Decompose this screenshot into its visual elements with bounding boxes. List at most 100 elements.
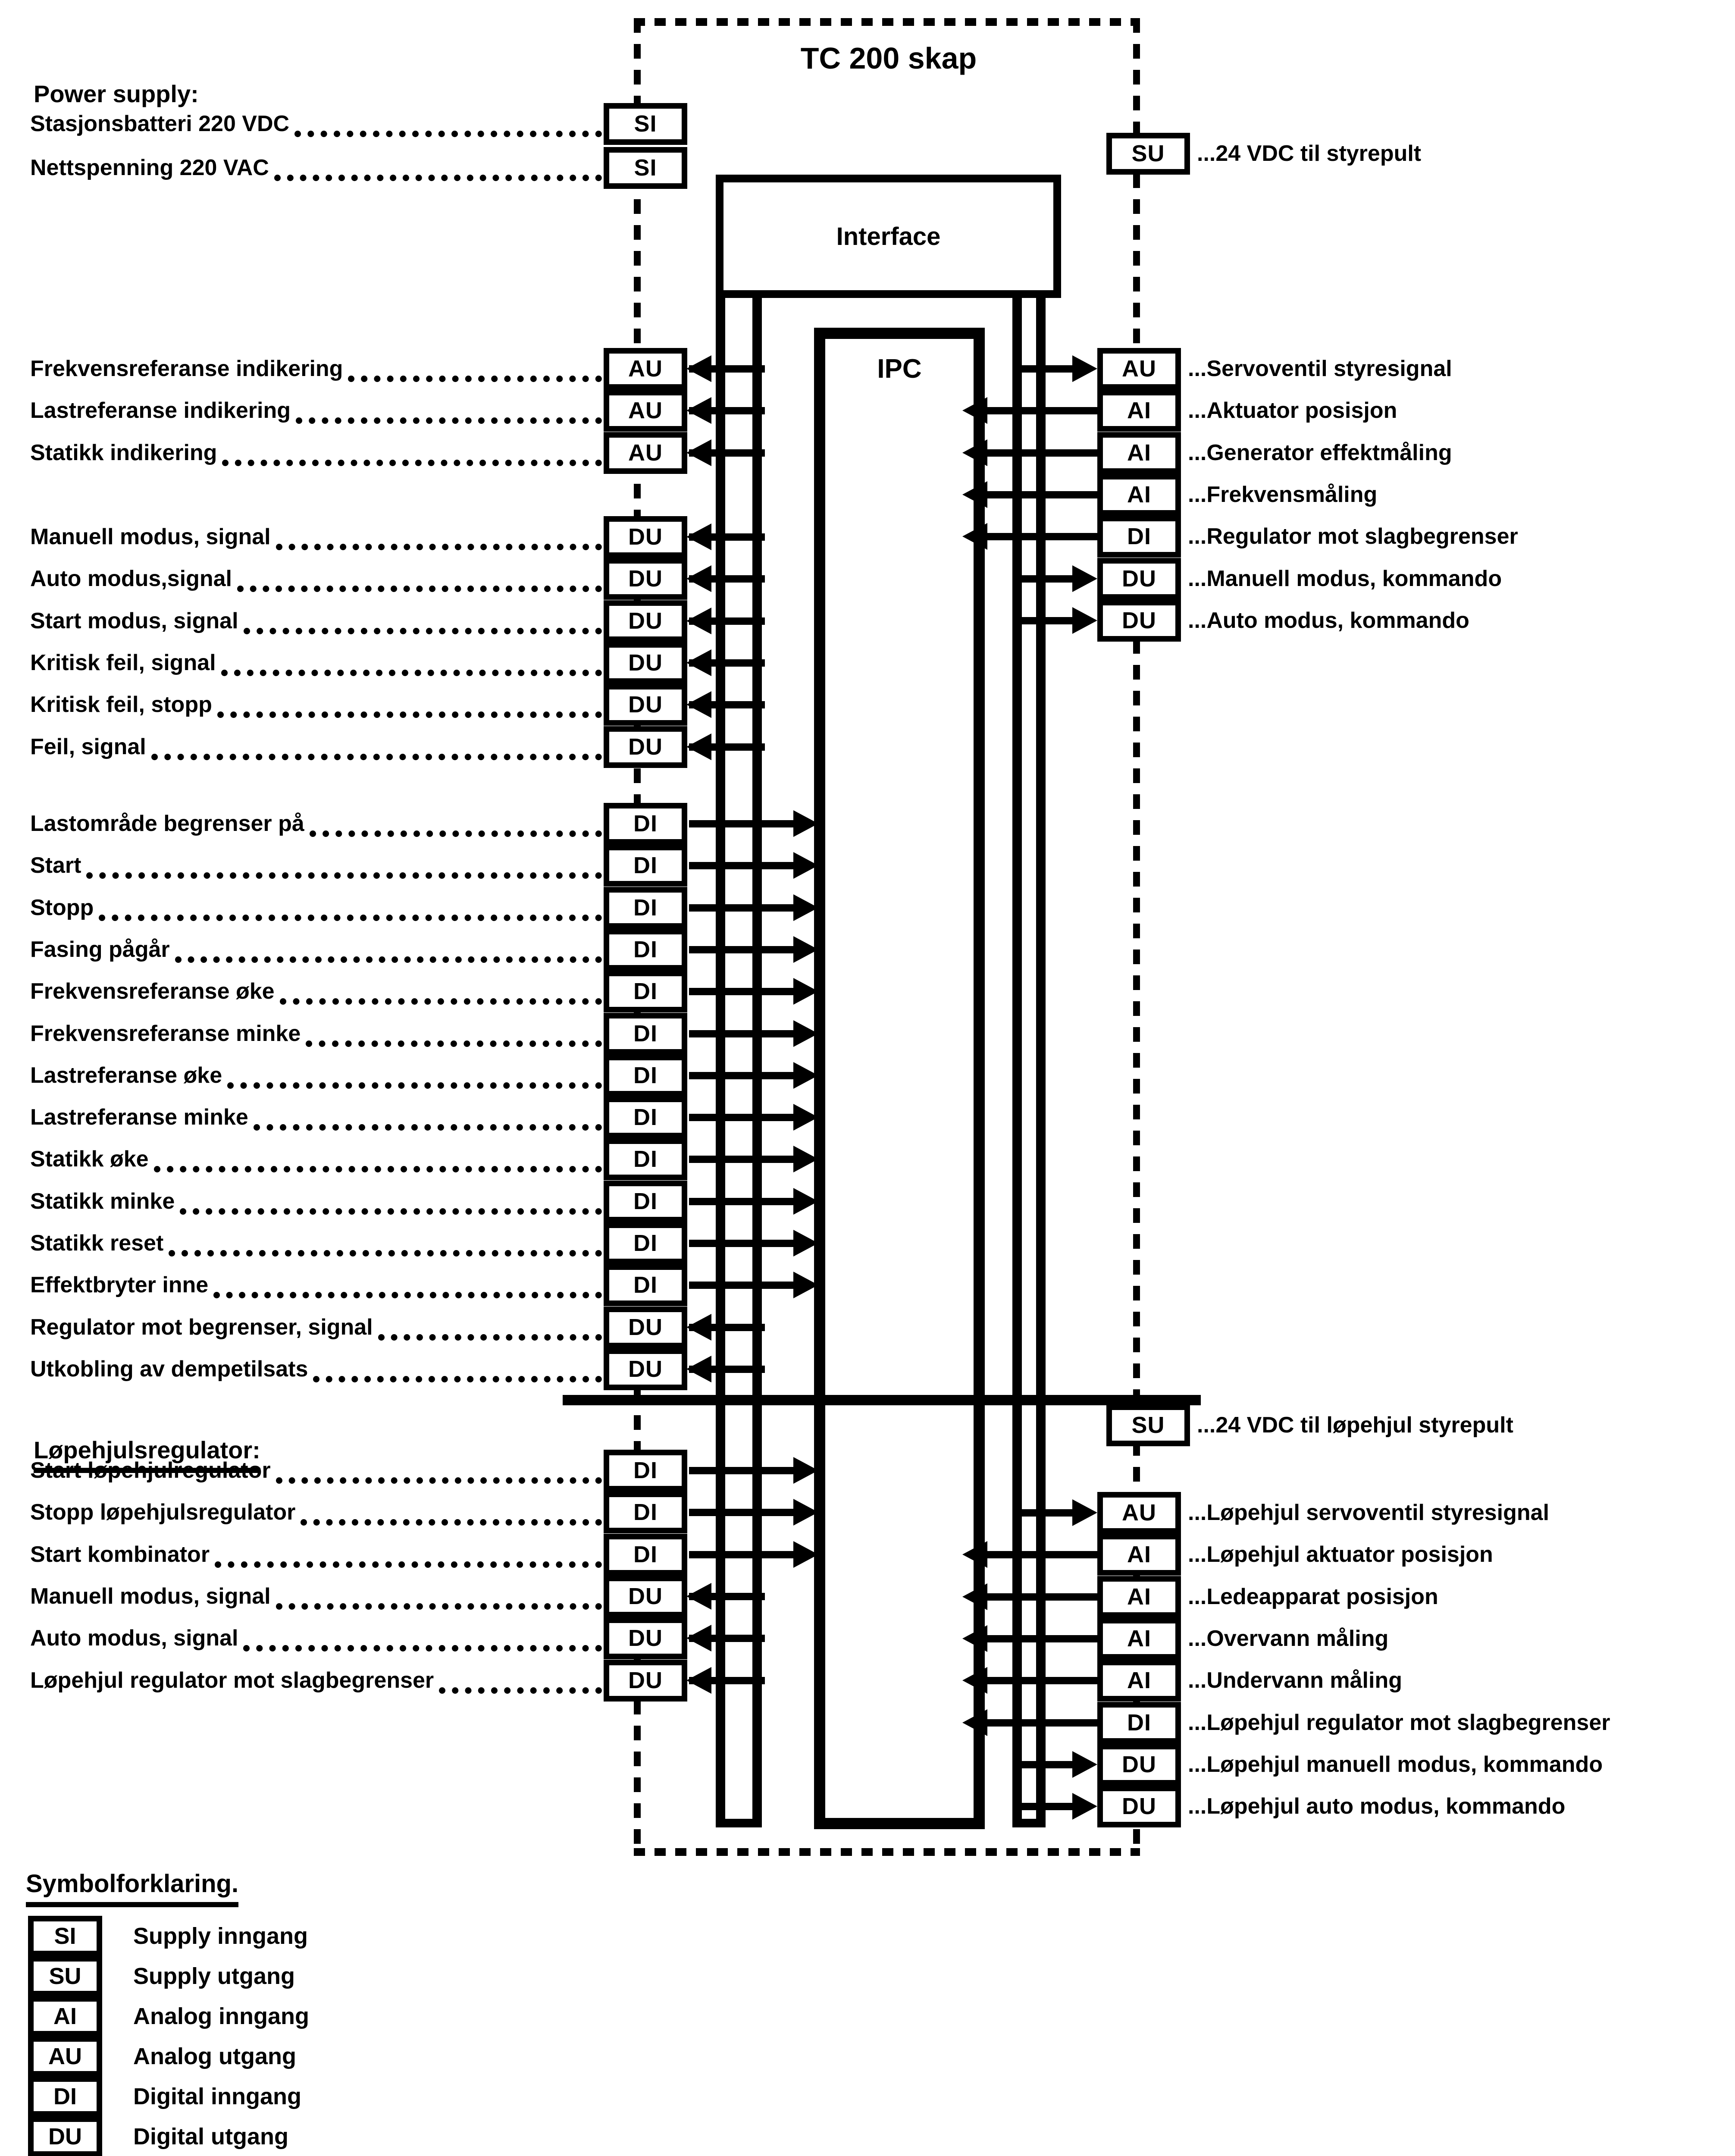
signal-line [1022, 617, 1074, 624]
arrowhead-left-icon [686, 691, 711, 718]
signal-row-right: DI ...Regulator mot slagbegrenser [1097, 515, 1518, 558]
signal-label: Manuell modus, signal [30, 1584, 271, 1609]
signal-line [689, 1114, 795, 1121]
signal-line [689, 1072, 795, 1079]
signal-label: Frekvensreferanse øke [30, 979, 275, 1004]
signal-label: ...Regulator mot slagbegrenser [1188, 524, 1518, 549]
arrowhead-right-icon [793, 978, 818, 1005]
io-box-di: DI [1097, 1702, 1181, 1744]
legend-label: Digital utgang [133, 2124, 288, 2150]
io-box-du: DU [604, 1617, 687, 1659]
signal-row-right: DU ...Auto modus, kommando [1097, 599, 1469, 642]
dotted-leader [243, 627, 602, 634]
signal-line [987, 491, 1099, 498]
arrowhead-right-icon [1072, 355, 1097, 382]
io-box-di: DI [604, 887, 687, 929]
signal-line [987, 449, 1099, 457]
legend-heading: Symbolforklaring. [26, 1869, 239, 1907]
signal-label: Nettspenning 220 VAC [30, 155, 269, 180]
signal-row-right: DU...Løpehjul auto modus, kommando [1097, 1785, 1565, 1827]
signal-label: Utkobling av dempetilsats [30, 1357, 308, 1382]
io-box-ai: AI [1097, 432, 1181, 474]
legend-label: Digital inngang [133, 2084, 301, 2109]
signal-row-right: AI...Generator effektmåling [1097, 432, 1452, 474]
io-box-au: AU [604, 348, 687, 390]
arrowhead-left-icon [686, 649, 711, 676]
cabinet-title: TC 200 skap [637, 41, 1140, 75]
io-box-au: AU [604, 432, 687, 474]
lopehjulsregulator-heading-text: Løpehjulsregulator: [34, 1436, 260, 1473]
io-box-di: DI [604, 1096, 687, 1138]
dotted-leader [313, 1376, 602, 1382]
signal-line [689, 1467, 795, 1474]
signal-label: Lastområde begrenser på [30, 811, 304, 836]
signal-label: Auto modus, signal [30, 1626, 238, 1651]
signal-row-right: AI...Overvann måling [1097, 1617, 1388, 1660]
signal-label: Start kombinator [30, 1542, 210, 1567]
signal-row-right: DI...Løpehjul regulator mot slagbegrense… [1097, 1702, 1610, 1744]
dotted-leader [175, 956, 602, 963]
arrowhead-left-icon [686, 1583, 711, 1610]
section-separator-line [563, 1395, 1201, 1405]
signal-line [689, 1509, 795, 1516]
legend-label: Supply inngang [133, 1923, 308, 1949]
signal-line [689, 1156, 795, 1163]
dotted-leader [294, 130, 602, 137]
arrowhead-right-icon [793, 936, 818, 963]
signal-label: ...Manuell modus, kommando [1188, 566, 1502, 591]
io-box-si: SI [604, 103, 687, 145]
dotted-leader [180, 1208, 602, 1215]
arrowhead-left-icon [962, 1541, 987, 1568]
signal-label: ...Auto modus, kommando [1188, 608, 1469, 633]
io-box-di: DI [604, 802, 687, 845]
dotted-leader [296, 417, 602, 424]
dotted-leader [169, 1250, 602, 1257]
dotted-leader [378, 1334, 602, 1341]
io-box-au: AU [604, 389, 687, 432]
arrowhead-left-icon [962, 523, 987, 550]
signal-label: Stopp [30, 895, 94, 920]
io-box-di: DI [604, 844, 687, 887]
dotted-leader [309, 830, 602, 837]
signal-label: Kritisk feil, stopp [30, 692, 212, 717]
dotted-leader [276, 1603, 602, 1610]
signal-line [987, 1677, 1099, 1684]
signal-label: ...Løpehjul manuell modus, kommando [1188, 1752, 1603, 1777]
io-box-di: DI [604, 1264, 687, 1306]
signal-row-left: Stopp DI [30, 887, 687, 929]
legend-heading-text: Symbolforklaring. [26, 1870, 239, 1907]
signal-label: ...24 VDC til styrepult [1197, 141, 1422, 166]
signal-label: Start modus, signal [30, 608, 238, 633]
cabinet-title-text: TC 200 skap [800, 41, 977, 75]
io-box-di: DI [1097, 515, 1181, 558]
arrowhead-right-icon [793, 1457, 818, 1484]
signal-label: Løpehjul regulator mot slagbegrenser [30, 1668, 434, 1693]
signal-label: Statikk minke [30, 1189, 175, 1214]
signal-line [987, 1593, 1099, 1601]
arrowhead-left-icon [686, 1667, 711, 1694]
io-box-du: DU [1097, 558, 1181, 600]
dotted-leader [215, 1561, 602, 1568]
signal-row-right: AI...Undervann måling [1097, 1659, 1402, 1702]
signal-line [1022, 575, 1074, 583]
signal-label: Stasjonsbatteri 220 VDC [30, 111, 290, 136]
io-box-du: DU [1097, 599, 1181, 642]
signal-label: Regulator mot begrenser, signal [30, 1315, 373, 1340]
signal-label: Kritisk feil, signal [30, 650, 216, 675]
